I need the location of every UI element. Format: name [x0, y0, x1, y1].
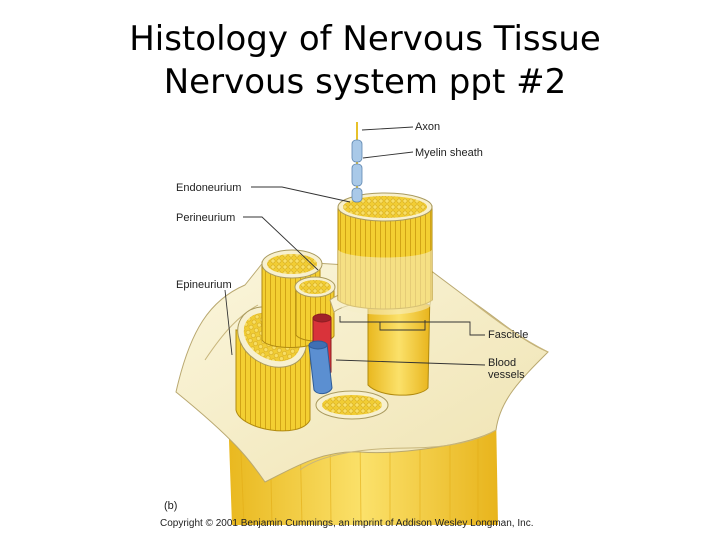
fascicle-bottom	[315, 390, 389, 420]
slide-title: Histology of Nervous Tissue Nervous syst…	[0, 18, 720, 104]
leader-endoneurium	[251, 186, 351, 203]
diagram-labels: Axon Myelin sheath Endoneurium Perineuri…	[160, 121, 533, 529]
fascicle-central	[337, 192, 433, 315]
leader-epineurium	[224, 289, 233, 356]
label-blood-vessels-line1: Blood	[488, 357, 516, 369]
leader-myelin	[362, 151, 414, 159]
leader-axon	[361, 126, 414, 131]
leader-lines	[224, 126, 486, 366]
title-line-1: Histology of Nervous Tissue	[129, 19, 601, 59]
copyright-notice: Copyright © 2001 Benjamin Cummings, an i…	[160, 518, 533, 529]
panel-letter: (b)	[164, 500, 177, 512]
leader-perineurium	[243, 216, 319, 271]
label-fascicle: Fascicle	[488, 329, 528, 341]
label-endoneurium: Endoneurium	[176, 182, 241, 194]
label-perineurium: Perineurium	[176, 212, 235, 224]
blood-vessels	[308, 313, 333, 395]
label-epineurium: Epineurium	[176, 279, 232, 291]
label-myelin-sheath: Myelin sheath	[415, 147, 483, 159]
label-axon: Axon	[415, 121, 440, 133]
label-blood-vessels-line2: vessels	[488, 369, 525, 381]
title-line-2: Nervous system ppt #2	[163, 62, 567, 102]
leader-fascicle	[339, 316, 485, 336]
axon-myelin	[351, 122, 363, 205]
leader-blood-vessels	[335, 359, 486, 366]
